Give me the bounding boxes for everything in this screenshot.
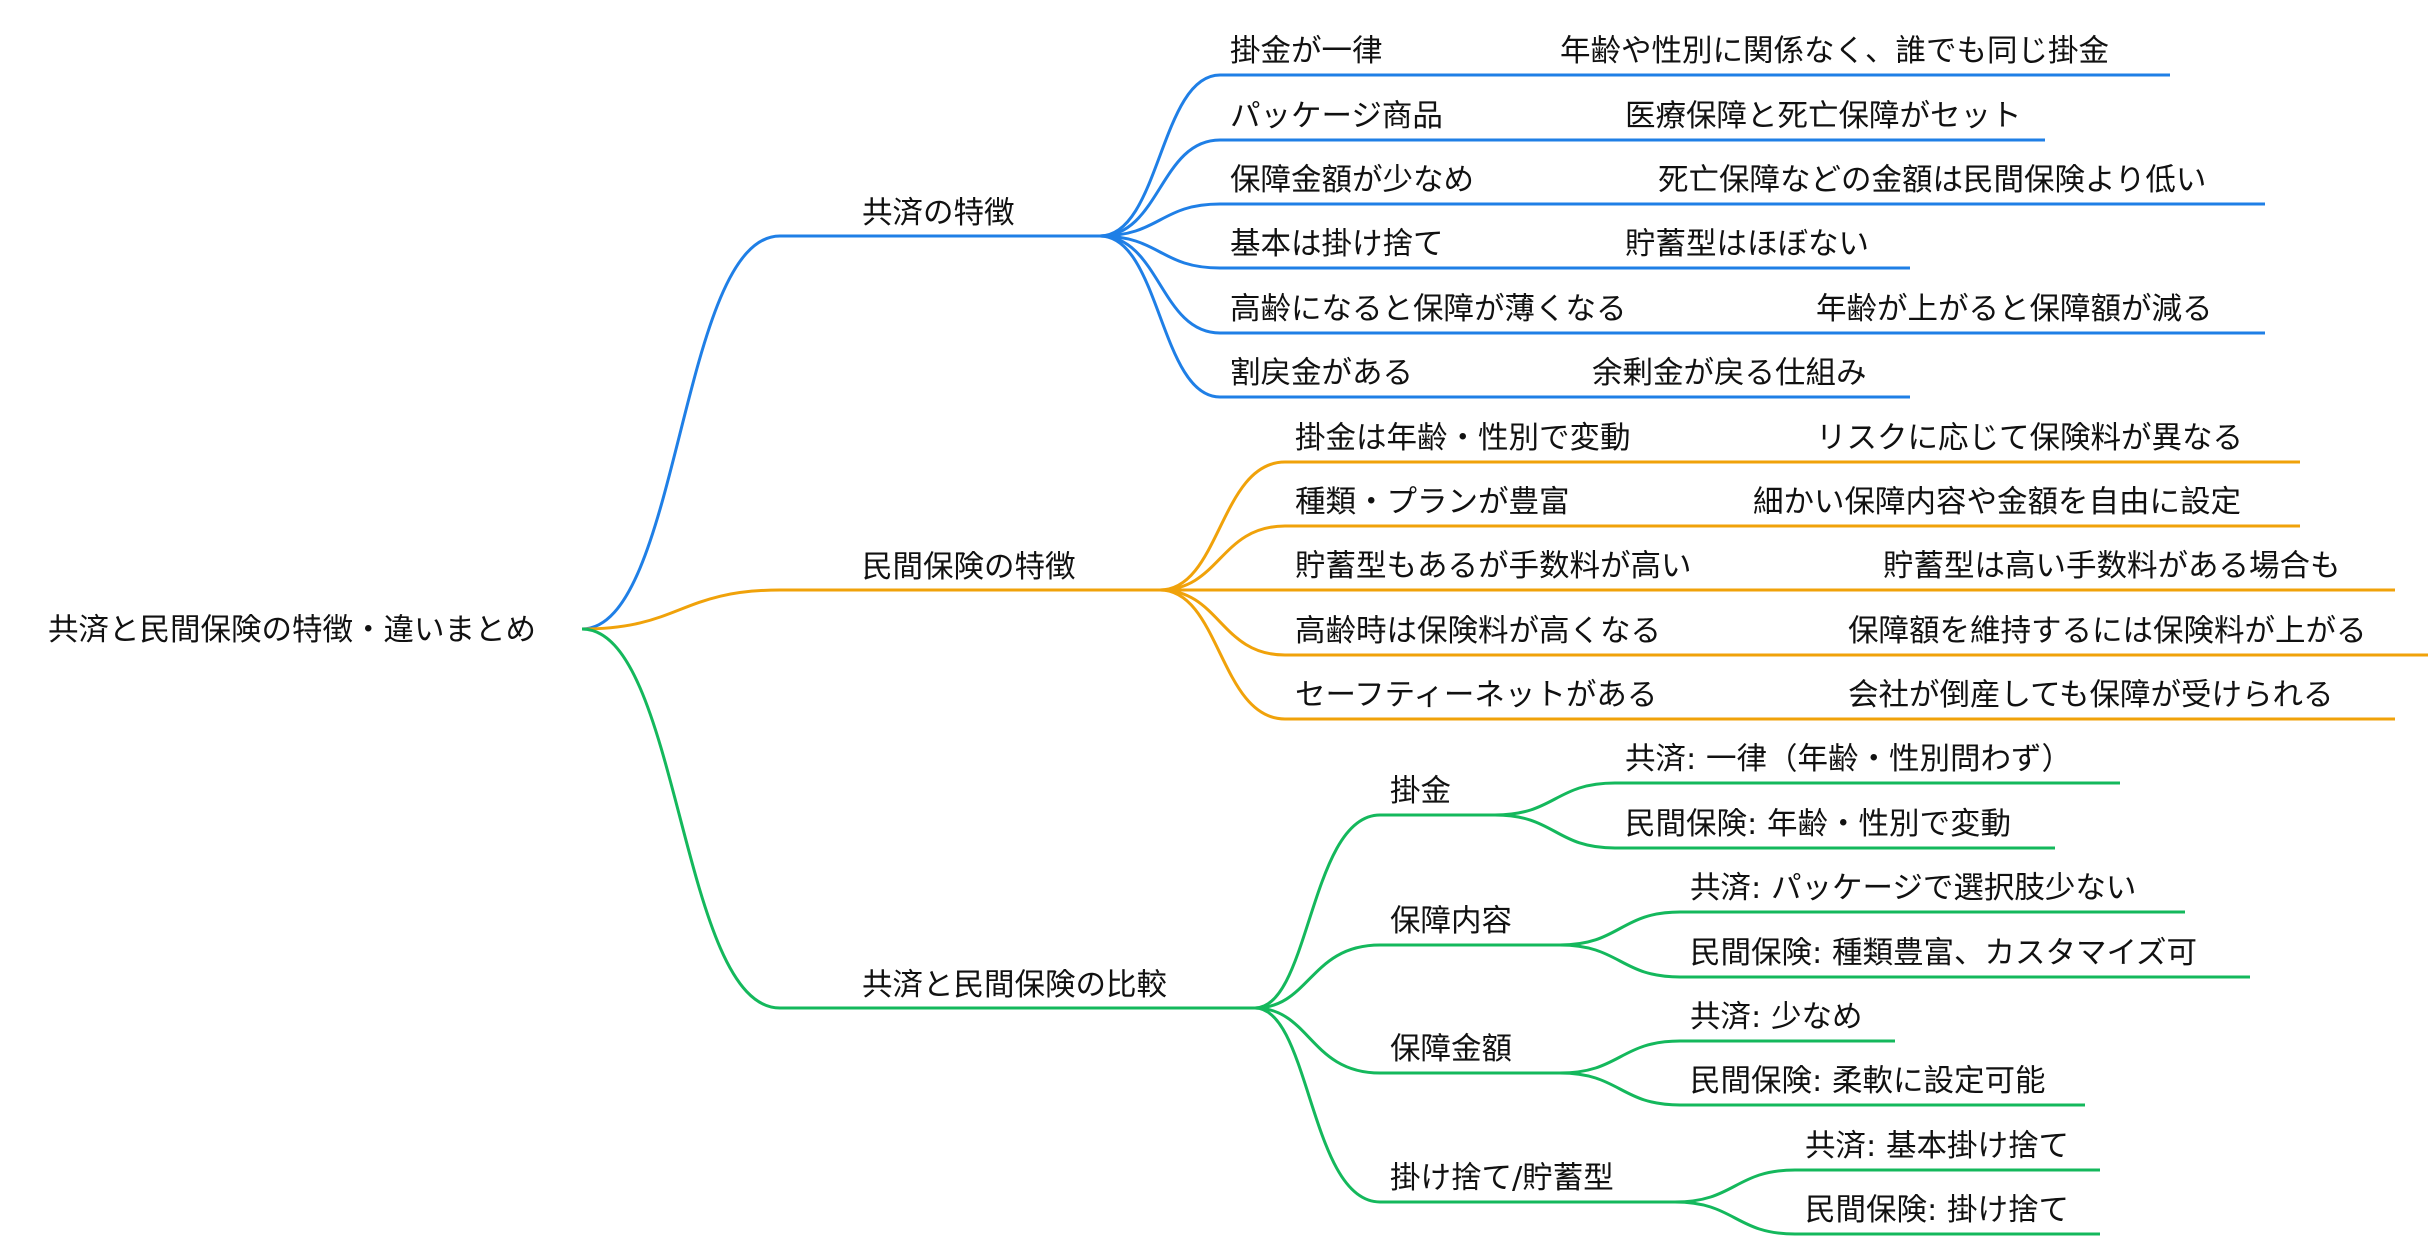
minkan-item-detail[interactable]: 会社が倒産しても保障が受けられる [1848,678,2334,713]
kyosai-edge-5 [1099,234,1910,399]
hikaku-item-label[interactable]: 保障内容 [1390,904,1512,939]
hikaku-sub-item[interactable]: 共済: パッケージで選択肢少ない [1690,871,2136,906]
hikaku-edge-3 [1254,1006,1675,1204]
minkan-item-detail[interactable]: 細かい保障内容や金額を自由に設定 [1753,485,2241,520]
kyosai-item-label[interactable]: 保障金額が少なめ [1230,163,1474,198]
hikaku-sub-item[interactable]: 共済: 少なめ [1690,1000,1862,1035]
minkan-item-label[interactable]: 高齢時は保険料が高くなる [1295,614,1661,649]
hikaku-sub-edge [1674,1200,2100,1236]
hikaku-sub-edge [1559,1039,1895,1075]
minkan-edge-0 [1159,460,2300,592]
minkan-item-detail[interactable]: 保障額を維持するには保険料が上がる [1848,614,2367,649]
hikaku-sub-edge [1494,781,2120,817]
branch-hikaku-label[interactable]: 共済と民間保険の比較 [862,968,1167,1003]
kyosai-edge-2 [1099,202,2265,238]
hikaku-edge-1 [1254,943,1560,1010]
minkan-item-detail[interactable]: 貯蓄型は高い手数料がある場合も [1883,549,2341,584]
branch-kyosai-label[interactable]: 共済の特徴 [862,196,1015,231]
kyosai-edge-4 [1099,234,2265,335]
hikaku-sub-edge [1494,813,2055,850]
kyosai-item-detail[interactable]: 年齢や性別に関係なく、誰でも同じ掛金 [1560,34,2109,69]
hikaku-sub-item[interactable]: 民間保険: 年齢・性別で変動 [1625,807,2011,842]
minkan-edge-3 [1159,588,2428,657]
kyosai-item-label[interactable]: 高齢になると保障が薄くなる [1230,292,1627,327]
hikaku-item-label[interactable]: 掛け捨て/貯蓄型 [1390,1161,1614,1196]
hikaku-sub-edge [1559,1071,2085,1107]
kyosai-edge-3 [1099,234,1910,270]
kyosai-item-label[interactable]: 割戻金がある [1230,356,1413,391]
minkan-item-label[interactable]: 貯蓄型もあるが手数料が高い [1295,549,1692,584]
minkan-item-label[interactable]: 掛金は年齢・性別で変動 [1295,421,1631,456]
kyosai-edge-0 [1099,73,2170,238]
hikaku-edge-2 [1254,1006,1560,1075]
root-edge-hikaku [581,627,1255,1010]
hikaku-sub-edge [1674,1168,2100,1204]
kyosai-item-detail[interactable]: 貯蓄型はほぼない [1625,227,1869,262]
hikaku-sub-item[interactable]: 共済: 一律（年齢・性別問わず） [1625,742,2072,777]
hikaku-sub-item[interactable]: 共済: 基本掛け捨て [1805,1129,2069,1164]
kyosai-item-label[interactable]: 基本は掛け捨て [1230,227,1444,262]
hikaku-edge-0 [1254,813,1495,1010]
kyosai-item-detail[interactable]: 年齢が上がると保障額が減る [1816,292,2213,327]
root-edge-minkan [581,588,1160,631]
hikaku-item-label[interactable]: 掛金 [1390,774,1451,809]
root-topic[interactable]: 共済と民間保険の特徴・違いまとめ [48,613,536,648]
root-edge-kyosai [581,234,1100,631]
minkan-item-detail[interactable]: リスクに応じて保険料が異なる [1816,421,2243,456]
kyosai-item-label[interactable]: パッケージ商品 [1230,99,1443,134]
minkan-edge-1 [1159,524,2300,592]
hikaku-sub-edge [1559,910,2185,947]
hikaku-sub-edge [1559,943,2250,979]
kyosai-item-detail[interactable]: 死亡保障などの金額は民間保険より低い [1658,163,2206,198]
kyosai-item-label[interactable]: 掛金が一律 [1230,34,1383,69]
hikaku-sub-item[interactable]: 民間保険: 種類豊富、カスタマイズ可 [1690,936,2197,971]
minkan-edge-4 [1159,588,2395,721]
hikaku-item-label[interactable]: 保障金額 [1390,1032,1512,1067]
hikaku-sub-item[interactable]: 民間保険: 掛け捨て [1805,1193,2069,1228]
kyosai-item-detail[interactable]: 医療保障と死亡保障がセット [1625,99,2022,134]
hikaku-sub-item[interactable]: 民間保険: 柔軟に設定可能 [1690,1064,2045,1099]
kyosai-item-detail[interactable]: 余剰金が戻る仕組み [1592,356,1867,391]
branch-minkan-label[interactable]: 民間保険の特徴 [862,550,1076,585]
minkan-item-label[interactable]: 種類・プランが豊富 [1295,485,1570,520]
minkan-item-label[interactable]: セーフティーネットがある [1295,678,1657,713]
kyosai-edge-1 [1099,138,2045,238]
